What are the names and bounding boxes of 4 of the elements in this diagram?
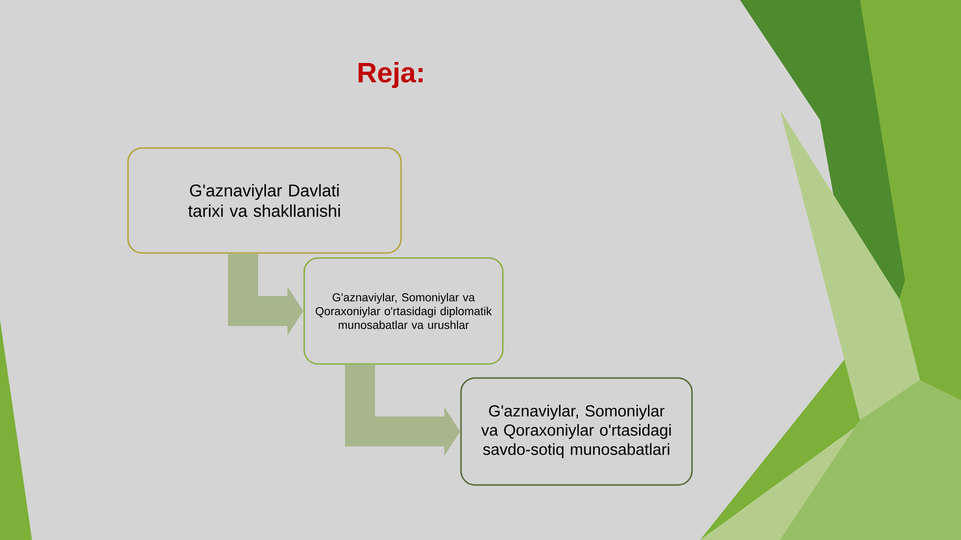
slide-title: Reja: (358, 62, 423, 88)
process-box: G'aznaviylar, Somoniylar va Qoraxoniylar o'rtasidagi diplomatik munosabatlar va urushlar (303, 257, 504, 365)
process-box: G'aznaviylar Davlati tarixi va shakllanishi (127, 147, 402, 254)
process-box: G'aznaviylar, Somoniylar va Qoraxoniylar o'rtasidagi savdo-sotiq munosabatlari (460, 377, 693, 486)
